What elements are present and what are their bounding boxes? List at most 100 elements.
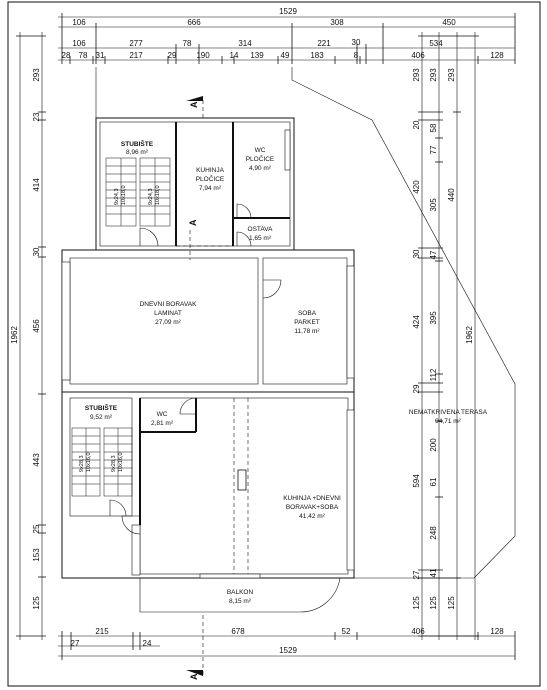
- dim-bottom-r1: 52: [342, 627, 351, 636]
- dim-left: 293: [32, 68, 41, 82]
- dim-right-c2: 395: [429, 311, 438, 325]
- right-dimensions: [418, 32, 479, 640]
- door-swing: [121, 515, 141, 535]
- balcony-outline: [139, 577, 341, 613]
- dim-right-c1: 29: [412, 384, 421, 393]
- dim-top-r1: 450: [442, 18, 456, 27]
- room-kuhinja-area: 7,94 m²: [199, 185, 222, 192]
- dim-right-c1: 20: [412, 120, 421, 129]
- dim-right-c1: 420: [412, 180, 421, 194]
- dim-left: 414: [32, 178, 41, 192]
- dim-top-r3: 31: [96, 51, 105, 60]
- room-stubiste-2-name: STUBIŠTE: [85, 403, 118, 412]
- dim-bottom-r1: 406: [411, 627, 425, 636]
- dim-top-r2: 30: [352, 38, 361, 47]
- stair-label: 9x24,3: [148, 188, 154, 205]
- stair-label: 10x18,0: [121, 185, 127, 205]
- section-mark: A: [189, 101, 199, 108]
- room-dnevni-name: DNEVNI BORAVAK: [140, 301, 197, 308]
- room-terasa-area: 94,71 m²: [435, 418, 461, 425]
- door-swing: [139, 227, 159, 247]
- dim-top-r3: 139: [250, 51, 264, 60]
- dim-top-r2: 221: [317, 39, 331, 48]
- dim-top-r2: 314: [238, 39, 252, 48]
- room-kuhinja-dnevni-sub: BORAVAK+SOBA: [286, 504, 339, 511]
- dim-right-c2: 58: [429, 123, 438, 132]
- dim-right-c1: 27: [412, 570, 421, 579]
- dim-top-r1: 308: [330, 18, 344, 27]
- stair-1: [105, 157, 171, 227]
- dim-right-c3: 440: [447, 188, 456, 202]
- room-wc-2-name: WC: [157, 411, 168, 418]
- stair-label: 10x18,0: [155, 185, 161, 205]
- dim-right-c2: 293: [429, 68, 438, 82]
- room-stubiste-1-area: 8,96 m²: [126, 149, 149, 156]
- dim-top-r3: 49: [281, 51, 290, 60]
- dim-top-r1: 106: [72, 18, 86, 27]
- room-soba-area: 11,78 m²: [294, 328, 320, 335]
- room-stubiste-1-name: STUBIŠTE: [121, 139, 154, 148]
- dim-right-c2: 47: [429, 250, 438, 259]
- bottom-dimensions: [58, 631, 516, 660]
- stair-label: 10x16,0: [118, 452, 124, 472]
- stair-label: 9x28,3: [79, 455, 85, 472]
- dim-bottom-r1: 678: [231, 627, 245, 636]
- door-swing: [262, 279, 282, 299]
- dim-right-c2: 77: [429, 145, 438, 154]
- dim-right-c2: 200: [429, 438, 438, 452]
- dim-top-r1: 666: [187, 18, 201, 27]
- room-wc-1-name: WC: [255, 147, 266, 154]
- dim-right-c4: 1962: [465, 326, 474, 344]
- door-swing: [179, 397, 197, 415]
- dim-top-r3: 128: [490, 51, 504, 60]
- dim-left: 456: [32, 319, 41, 333]
- dim-top-r2: 534: [429, 39, 443, 48]
- dim-top-r3: 406: [411, 51, 425, 60]
- dim-top-r3: 8: [354, 51, 359, 60]
- room-kuhinja-dnevni-area: 41,42 m²: [299, 513, 325, 520]
- dim-left: 443: [32, 453, 41, 467]
- page-frame: [7, 1, 541, 687]
- dim-right-c1: 293: [412, 68, 421, 82]
- door-swing: [109, 499, 127, 517]
- dim-top-r3: 190: [196, 51, 210, 60]
- room-balkon-area: 8,15 m²: [229, 598, 252, 605]
- room-kuhinja-floor: PLOČICE: [196, 174, 225, 183]
- dim-right-c2: 305: [429, 198, 438, 212]
- dim-left: 125: [32, 596, 41, 610]
- room-terasa-name: NEMATKRIVENA TERASA: [409, 409, 488, 416]
- room-ostava-name: OSTAVA: [248, 226, 274, 233]
- room-kuhinja-dnevni-name: KUHINJA +DNEVNI: [283, 495, 341, 502]
- room-wc-1-area: 4,90 m²: [249, 165, 272, 172]
- dim-top-overall: 1529: [279, 7, 297, 16]
- dim-right-c1: 594: [412, 474, 421, 488]
- dim-top-r2: 277: [129, 39, 143, 48]
- dim-left: 153: [32, 548, 41, 562]
- room-dnevni-area: 27,09 m²: [155, 319, 181, 326]
- dim-top-r3: 28: [62, 51, 71, 60]
- stair-label: 10x16,0: [86, 452, 92, 472]
- room-stubiste-2-area: 9,52 m²: [90, 414, 113, 421]
- left-dimensions: [16, 32, 46, 640]
- dim-top-r3: 78: [79, 51, 88, 60]
- dim-right-c1: 30: [412, 249, 421, 258]
- building: 9x24,3 10x18,0 9x24,3 10x18,0: [61, 67, 516, 676]
- dim-top-r3: 14: [230, 51, 239, 60]
- dim-right-c2: 112: [429, 368, 438, 381]
- dim-right-c1: 125: [412, 596, 421, 610]
- stair-label: 9x28,3: [111, 455, 117, 472]
- dim-top-r3: 29: [168, 51, 177, 60]
- dim-bottom-r2: 27: [71, 639, 80, 648]
- room-kuhinja-name: KUHINJA: [196, 167, 224, 174]
- section-arrow-icon: [186, 96, 203, 101]
- section-mark: A: [189, 673, 199, 680]
- room-soba-floor: PARKET: [294, 319, 320, 326]
- dim-top-r2: 78: [183, 39, 192, 48]
- dim-right-c2: 248: [429, 526, 438, 540]
- dim-right-c2: 125: [429, 596, 438, 610]
- dim-left: 30: [32, 247, 41, 256]
- room-ostava-area: 1,65 m²: [249, 235, 272, 242]
- dim-right-c1: 424: [412, 315, 421, 329]
- dim-right-c3: 293: [447, 68, 456, 82]
